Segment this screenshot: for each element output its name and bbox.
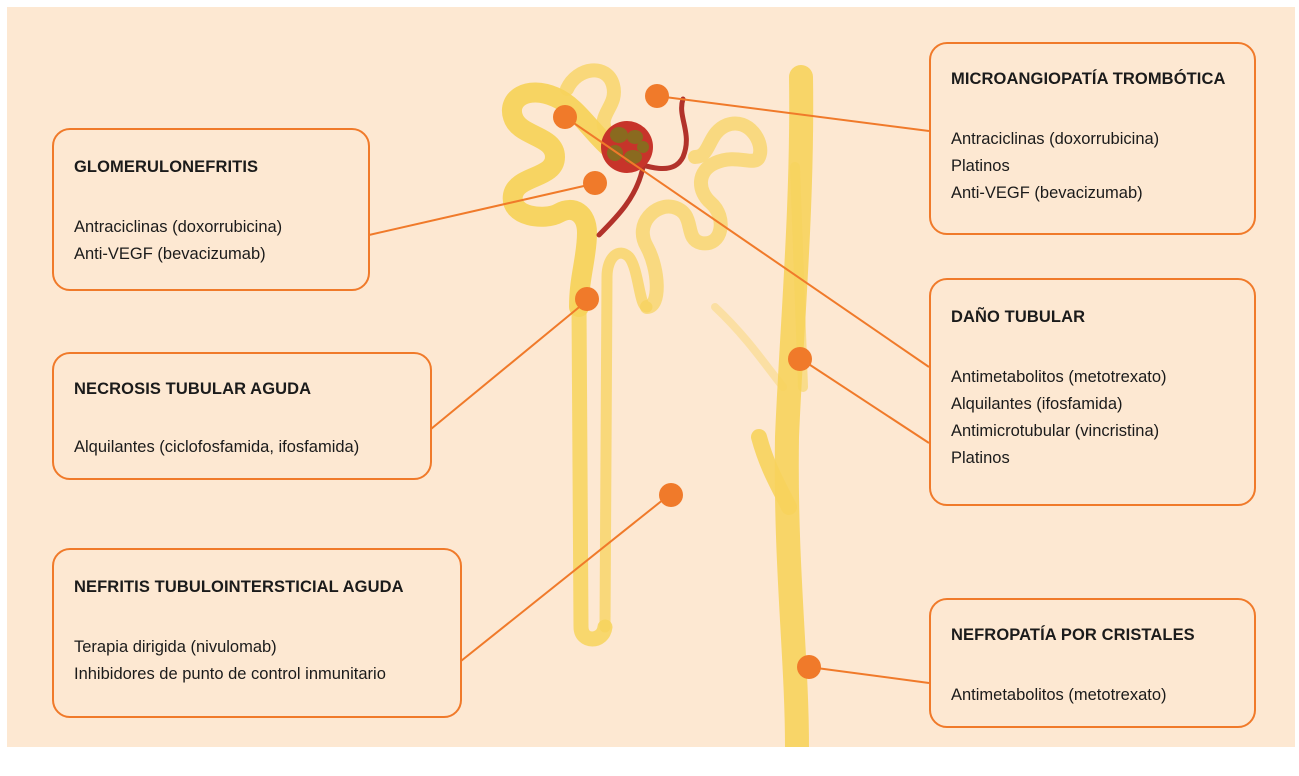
list-item: Platinos — [951, 445, 1244, 472]
connector-necrosis — [431, 299, 589, 429]
marker-necrosis — [575, 287, 599, 311]
marker-nefritis — [659, 483, 683, 507]
nefropatia-cristales-box: NEFROPATÍA POR CRISTALES Antimetabolitos… — [929, 598, 1256, 728]
list-item: Antimetabolitos (metotrexato) — [951, 364, 1244, 391]
microangiopatia-box: MICROANGIOPATÍA TROMBÓTICA Antraciclinas… — [929, 42, 1256, 235]
glomerulonefritis-box: GLOMERULONEFRITIS Antraciclinas (doxorru… — [52, 128, 370, 291]
microangiopatia-drug-list: Antraciclinas (doxorrubicina) Platinos A… — [951, 126, 1244, 207]
connector-nefritis — [461, 495, 669, 661]
dano-tubular-title: DAÑO TUBULAR — [951, 308, 1244, 327]
afferent-arteriole — [599, 167, 643, 235]
dano-tubular-drug-list: Antimetabolitos (metotrexato) Alquilante… — [951, 364, 1244, 472]
connector-cristales — [809, 667, 929, 683]
necrosis-tubular-title: NECROSIS TUBULAR AGUDA — [74, 380, 420, 399]
list-item: Anti-VEGF (bevacizumab) — [951, 180, 1244, 207]
microangiopatia-title: MICROANGIOPATÍA TROMBÓTICA — [951, 70, 1244, 89]
nefropatia-cristales-title: NEFROPATÍA POR CRISTALES — [951, 626, 1244, 645]
nefropatia-cristales-drug-list: Antimetabolitos (metotrexato) — [951, 682, 1244, 709]
list-item: Anti-VEGF (bevacizumab) — [74, 241, 358, 268]
diagram-canvas: GLOMERULONEFRITIS Antraciclinas (doxorru… — [7, 7, 1295, 747]
dano-tubular-box: DAÑO TUBULAR Antimetabolitos (metotrexat… — [929, 278, 1256, 506]
list-item: Terapia dirigida (nivulomab) — [74, 634, 450, 661]
list-item: Alquilantes (ciclofosfamida, ifosfamida) — [74, 434, 420, 461]
marker-dano-tubular-proximal — [553, 105, 577, 129]
list-item: Antimicrotubular (vincristina) — [951, 418, 1244, 445]
nefritis-tubulointersticial-title: NEFRITIS TUBULOINTERSTICIAL AGUDA — [74, 578, 450, 597]
nefritis-tubulointersticial-drug-list: Terapia dirigida (nivulomab) Inhibidores… — [74, 634, 450, 688]
marker-cristales — [797, 655, 821, 679]
list-item: Alquilantes (ifosfamida) — [951, 391, 1244, 418]
list-item: Antraciclinas (doxorrubicina) — [74, 214, 358, 241]
list-item: Platinos — [951, 153, 1244, 180]
necrosis-tubular-box: NECROSIS TUBULAR AGUDA Alquilantes (cicl… — [52, 352, 432, 480]
necrosis-tubular-drug-list: Alquilantes (ciclofosfamida, ifosfamida) — [74, 434, 420, 461]
nefritis-tubulointersticial-box: NEFRITIS TUBULOINTERSTICIAL AGUDA Terapi… — [52, 548, 462, 718]
glomerulonefritis-drug-list: Antraciclinas (doxorrubicina) Anti-VEGF … — [74, 214, 358, 268]
connector-dano-tubular-duct — [801, 359, 929, 443]
distal-tubule — [643, 124, 760, 307]
list-item: Inhibidores de punto de control inmunita… — [74, 661, 450, 688]
list-item: Antraciclinas (doxorrubicina) — [951, 126, 1244, 153]
list-item: Antimetabolitos (metotrexato) — [951, 682, 1244, 709]
glomerulonefritis-title: GLOMERULONEFRITIS — [74, 158, 358, 177]
marker-microangiopatia — [645, 84, 669, 108]
marker-dano-tubular-duct — [788, 347, 812, 371]
marker-glomerulonefritis — [583, 171, 607, 195]
